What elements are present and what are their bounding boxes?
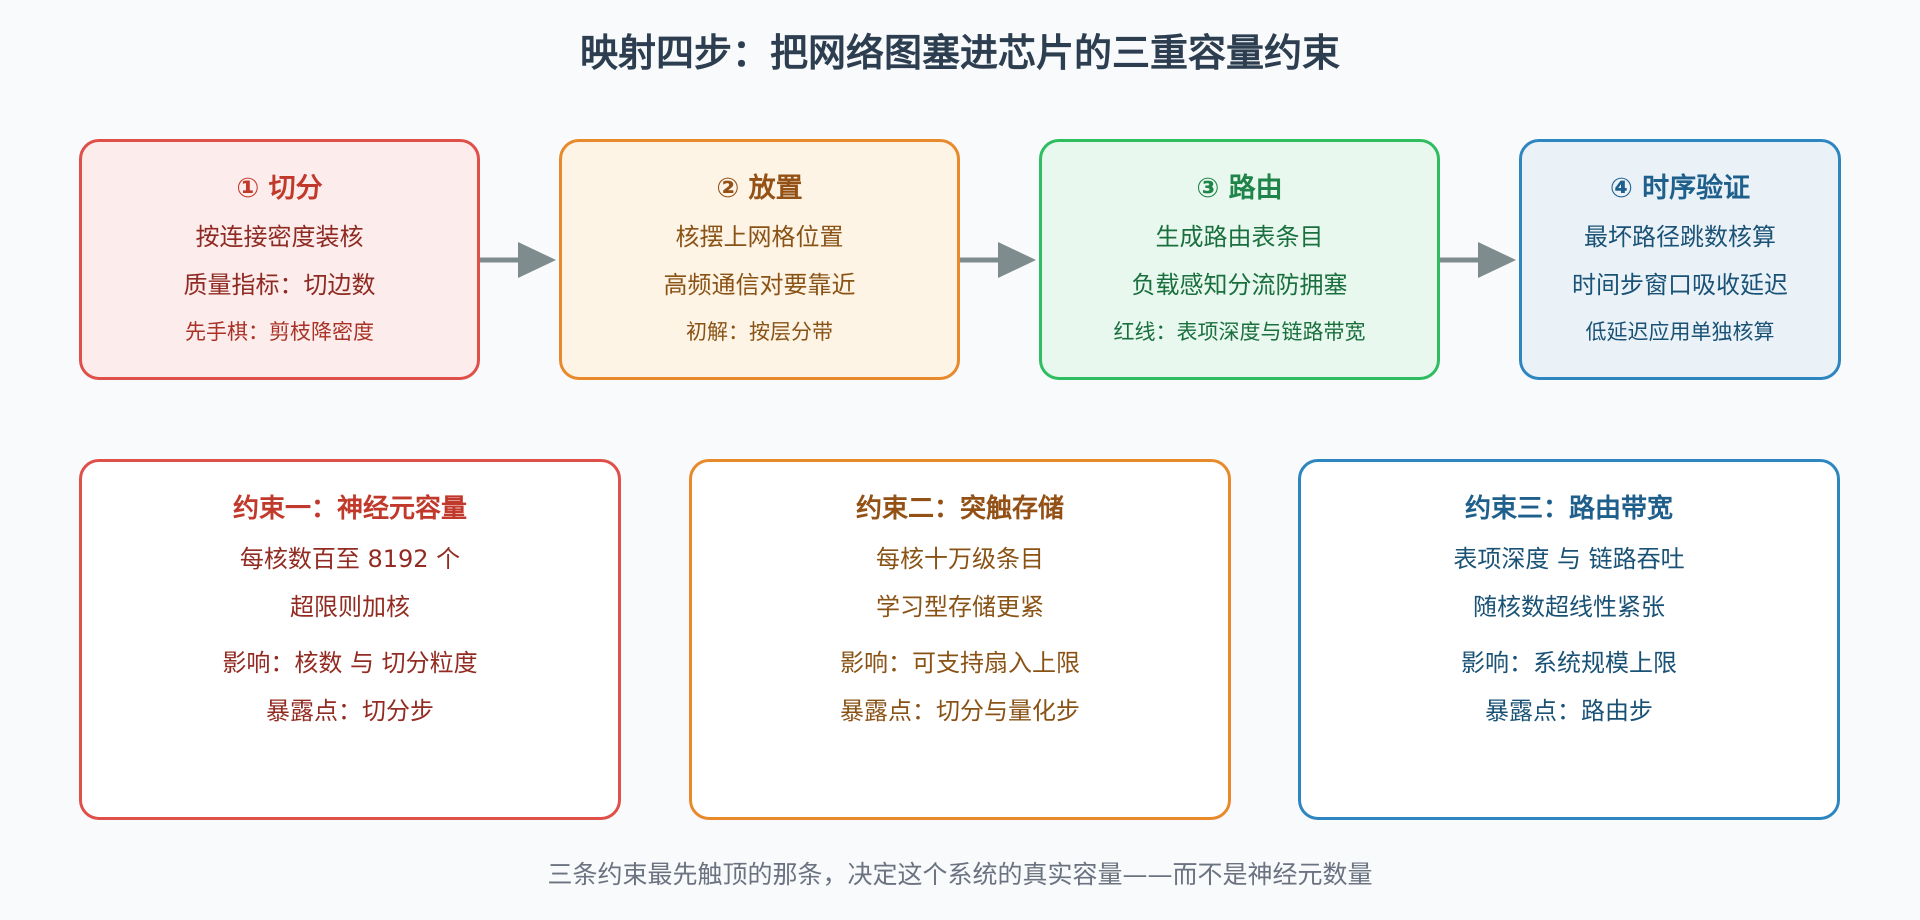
constraint-impact: 影响：系统规模上限 xyxy=(1461,649,1677,677)
step-note: 红线：表项深度与链路带宽 xyxy=(1113,320,1366,344)
step-title: ① 切分 xyxy=(236,173,323,204)
step-routing-box: ③ 路由 生成路由表条目 负载感知分流防拥塞 红线：表项深度与链路带宽 xyxy=(1039,139,1440,380)
constraint-impact: 影响：核数 与 切分粒度 xyxy=(222,649,478,677)
constraint-line: 学习型存储更紧 xyxy=(876,593,1044,621)
footer-caption: 三条约束最先触顶的那条，决定这个系统的真实容量——而不是神经元数量 xyxy=(547,860,1373,889)
step-line: 高频通信对要靠近 xyxy=(663,271,856,299)
constraint-title: 约束三：路由带宽 xyxy=(1464,494,1673,524)
step-timing-box: ④ 时序验证 最坏路径跳数核算 时间步窗口吸收延迟 低延迟应用单独核算 xyxy=(1519,139,1841,380)
step-line: 最坏路径跳数核算 xyxy=(1584,223,1776,251)
constraint-line: 每核数百至 8192 个 xyxy=(239,545,461,573)
step-title: ③ 路由 xyxy=(1196,173,1283,204)
constraint-routing-bandwidth-box: 约束三：路由带宽 表项深度 与 链路吞吐 随核数超线性紧张 影响：系统规模上限 … xyxy=(1298,459,1840,820)
page-title: 映射四步：把网络图塞进芯片的三重容量约束 xyxy=(579,31,1340,75)
constraint-title: 约束二：突触存储 xyxy=(855,494,1064,524)
arrow-right-icon xyxy=(1440,242,1516,278)
step-line: 核摆上网格位置 xyxy=(675,223,844,251)
step-partition-box: ① 切分 按连接密度装核 质量指标：切边数 先手棋：剪枝降密度 xyxy=(79,139,480,380)
constraint-impact: 影响：可支持扇入上限 xyxy=(840,649,1080,677)
step-title: ④ 时序验证 xyxy=(1609,173,1751,204)
step-placement-box: ② 放置 核摆上网格位置 高频通信对要靠近 初解：按层分带 xyxy=(559,139,960,380)
step-note: 低延迟应用单独核算 xyxy=(1585,320,1775,344)
constraint-line: 每核十万级条目 xyxy=(876,545,1044,573)
constraint-exposure: 暴露点：切分步 xyxy=(266,697,434,725)
step-line: 负载感知分流防拥塞 xyxy=(1131,271,1348,299)
step-note: 初解：按层分带 xyxy=(686,320,833,344)
step-line: 时间步窗口吸收延迟 xyxy=(1572,271,1788,299)
step-line: 生成路由表条目 xyxy=(1155,223,1324,251)
constraint-exposure: 暴露点：切分与量化步 xyxy=(840,697,1080,725)
step-line: 质量指标：切边数 xyxy=(183,271,376,299)
arrow-right-icon xyxy=(480,242,556,278)
arrow-right-icon xyxy=(960,242,1036,278)
constraint-exposure: 暴露点：路由步 xyxy=(1485,697,1653,725)
constraint-neuron-capacity-box: 约束一：神经元容量 每核数百至 8192 个 超限则加核 影响：核数 与 切分粒… xyxy=(79,459,621,820)
constraint-title: 约束一：神经元容量 xyxy=(232,494,467,524)
constraint-line: 超限则加核 xyxy=(290,593,410,621)
step-line: 按连接密度装核 xyxy=(195,223,364,251)
constraint-synapse-storage-box: 约束二：突触存储 每核十万级条目 学习型存储更紧 影响：可支持扇入上限 暴露点：… xyxy=(689,459,1231,820)
step-note: 先手棋：剪枝降密度 xyxy=(185,320,374,344)
constraint-line: 表项深度 与 链路吞吐 xyxy=(1453,545,1685,573)
constraint-line: 随核数超线性紧张 xyxy=(1473,593,1665,621)
step-title: ② 放置 xyxy=(716,173,803,204)
